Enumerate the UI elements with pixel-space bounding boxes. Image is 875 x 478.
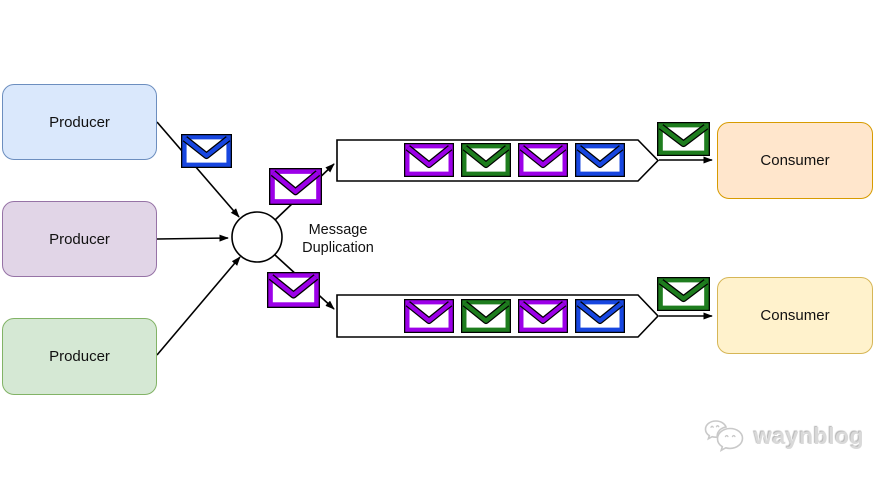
producer-label: Producer	[49, 113, 110, 131]
queued-message-purple	[518, 143, 568, 177]
queued-message-green	[461, 143, 511, 177]
queued-message-blue	[575, 299, 625, 333]
consumer-label: Consumer	[760, 152, 830, 169]
producer-label: Producer	[49, 230, 110, 248]
arrow-producer1-to-hub	[156, 121, 240, 218]
arrow-producer2-to-hub	[156, 234, 229, 242]
consumer-node-2: Consumer	[717, 277, 873, 354]
producer-node-2: Producer	[2, 201, 157, 277]
envelope-icon	[575, 143, 625, 177]
hub-label: Message Duplication	[302, 222, 374, 257]
envelope-icon	[461, 299, 511, 333]
producer-label: Producer	[49, 348, 110, 365]
arrow-producer3-to-hub	[156, 256, 241, 356]
producer-node-3: Producer	[2, 318, 157, 395]
envelope-icon	[575, 299, 625, 333]
wechat-icon	[704, 420, 744, 452]
arrow-hub-to-queue-top	[274, 163, 335, 221]
watermark-text: waynblog	[754, 422, 865, 449]
queued-message-purple	[404, 299, 454, 333]
consumer-node-1: Consumer	[717, 122, 873, 199]
watermark: waynblog	[703, 419, 864, 453]
producer-node-1: Producer	[2, 84, 157, 160]
envelope-icon	[404, 143, 454, 177]
duplication-hub-circle	[231, 211, 283, 263]
envelope-icon	[518, 299, 568, 333]
consumer-label: Consumer	[760, 307, 830, 324]
queued-message-purple	[404, 143, 454, 177]
queued-message-blue	[575, 143, 625, 177]
queue-top-messages	[404, 143, 625, 177]
envelope-icon	[461, 143, 511, 177]
envelope-icon	[518, 143, 568, 177]
queue-bottom-messages	[404, 299, 625, 333]
arrow-hub-to-queue-bottom	[274, 254, 335, 310]
envelope-icon	[404, 299, 454, 333]
queued-message-purple	[518, 299, 568, 333]
queued-message-green	[461, 299, 511, 333]
